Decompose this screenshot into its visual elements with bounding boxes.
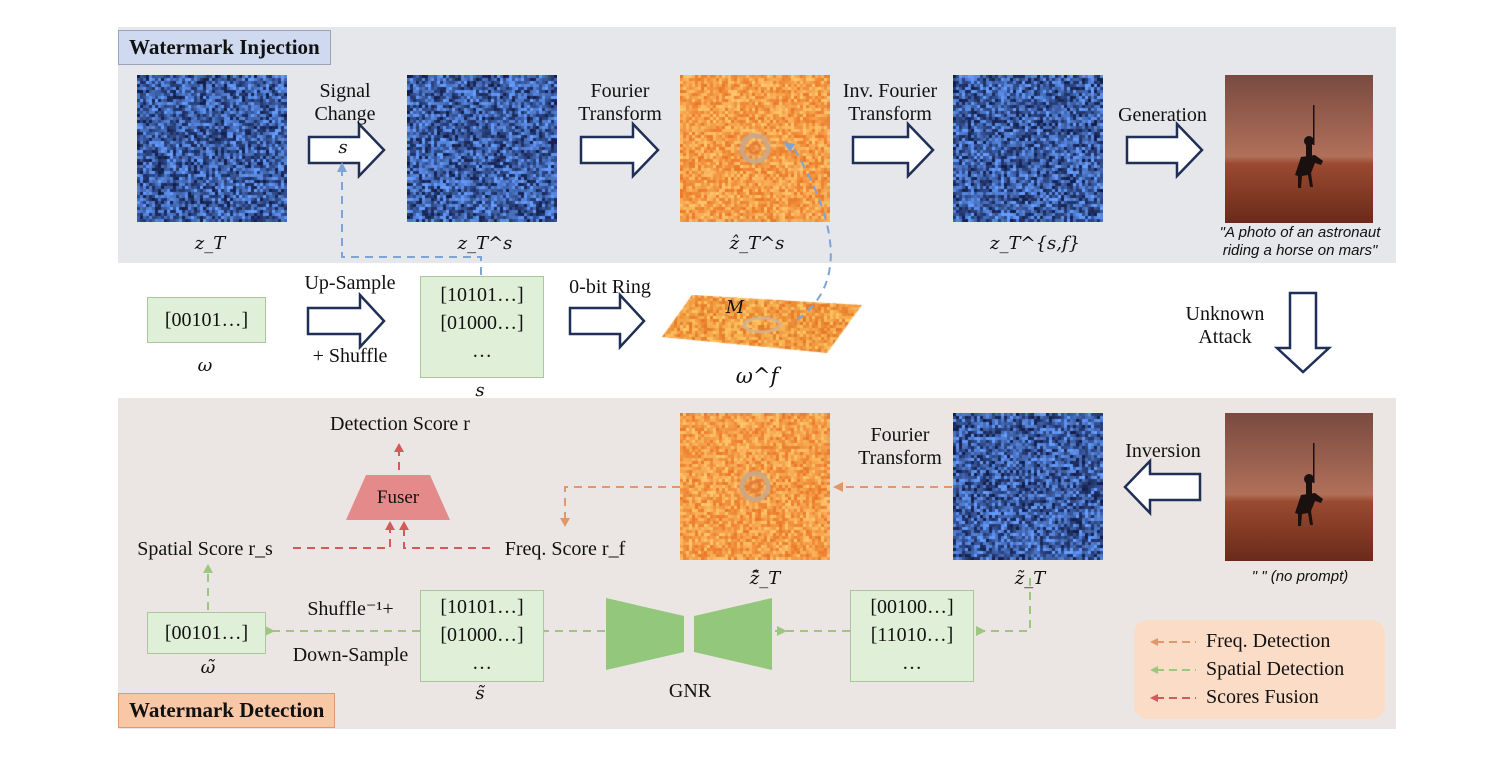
label-no-prompt: " " (no prompt) xyxy=(1251,568,1349,585)
fuser-block xyxy=(346,475,450,520)
arrow-generation xyxy=(1125,120,1204,180)
generated-image-astronaut xyxy=(1225,75,1373,223)
label-shuffle: + Shuffle xyxy=(312,345,388,367)
var-zhat-t-s: ẑ_T^s xyxy=(729,233,785,254)
arrow-unknown-attack xyxy=(1273,291,1333,374)
latent-z-t-s-noise xyxy=(407,75,557,222)
watermark-mask-plane xyxy=(662,295,862,355)
var-omega: ω xyxy=(197,355,213,376)
var-z-t: z_T xyxy=(194,233,226,254)
fourier-zhat-tilde-noise xyxy=(680,413,830,560)
latent-z-t-noise xyxy=(137,75,287,222)
s-bits-box: [10101…] [01000…] … xyxy=(420,276,544,378)
arrow-ring xyxy=(568,291,646,351)
s-bits-row-3: … xyxy=(472,340,492,362)
legend-freq-detection: Freq. Detection xyxy=(1206,630,1331,652)
s-tilde-row-1: [10101…] xyxy=(440,596,524,618)
omega-tilde-bits-box: [00101…] xyxy=(147,612,266,654)
var-z-t-sf: z_T^{s,f} xyxy=(990,233,1081,254)
label-freq-score: Freq. Score r_f xyxy=(504,538,626,560)
var-omega-tilde: ω̃ xyxy=(200,657,216,678)
section-title-injection: Watermark Injection xyxy=(118,30,331,65)
z-bits-box: [00100…] [11010…] … xyxy=(850,590,974,682)
arrow-inv-fourier xyxy=(851,120,935,180)
z-bits-row-3: … xyxy=(902,652,922,674)
gnr-encoder xyxy=(606,598,684,670)
legend-swatches xyxy=(1150,638,1196,702)
var-omega-f: ω^f xyxy=(735,364,779,388)
label-0bit-ring: 0-bit Ring xyxy=(569,276,651,298)
s-tilde-row-3: … xyxy=(472,652,492,674)
omega-bits-box: [00101…] xyxy=(147,297,266,343)
var-s-tilde: s̃ xyxy=(475,683,485,704)
var-z-t-s: z_T^s xyxy=(457,233,513,254)
s-bits-row-2: [01000…] xyxy=(440,312,524,334)
arrow-upsample xyxy=(306,291,386,351)
label-down-sample: Down-Sample xyxy=(292,644,409,666)
label-inv-fourier-transform: Inv. Fourier Transform xyxy=(842,80,938,125)
legend: Freq. Detection Spatial Detection Scores… xyxy=(1134,620,1385,719)
label-signal-change: Signal Change xyxy=(314,80,376,125)
label-inversion: Inversion xyxy=(1125,440,1201,462)
label-shuffle-inverse: Shuffle⁻¹+ xyxy=(307,598,394,620)
latent-z-t-sf-noise xyxy=(953,75,1103,222)
var-zhat-tilde: ẑ̃_T xyxy=(749,568,781,589)
label-fourier-transform-det: Fourier Transform xyxy=(858,424,942,469)
label-generation: Generation xyxy=(1118,104,1207,126)
attacked-image-astronaut xyxy=(1225,413,1373,561)
legend-spatial-detection: Spatial Detection xyxy=(1206,658,1345,680)
arrow-inversion xyxy=(1123,457,1202,517)
label-detection-score: Detection Score r xyxy=(330,413,470,435)
arrow-signal-change xyxy=(307,120,386,180)
z-bits-row-2: [11010…] xyxy=(870,624,954,646)
label-spatial-score: Spatial Score r_s xyxy=(137,538,273,560)
legend-scores-fusion: Scores Fusion xyxy=(1206,686,1319,708)
var-z-tilde: z̃_T xyxy=(1014,568,1046,589)
section-title-detection: Watermark Detection xyxy=(118,693,336,728)
label-fuser: Fuser xyxy=(376,487,420,508)
s-tilde-bits-box: [10101…] [01000…] … xyxy=(420,590,544,682)
gnr-decoder xyxy=(694,598,772,670)
signal-arrow-var: s xyxy=(338,137,348,158)
latent-z-tilde-noise xyxy=(953,413,1103,560)
prompt-caption: "A photo of an astronaut riding a horse … xyxy=(1219,224,1381,259)
label-unknown-attack: Unknown Attack xyxy=(1185,303,1265,348)
var-s: s xyxy=(475,380,485,401)
label-gnr: GNR xyxy=(668,680,712,702)
var-mask-m: M xyxy=(725,297,745,318)
s-bits-row-1: [10101…] xyxy=(440,284,524,306)
arrow-fourier xyxy=(579,120,660,180)
z-bits-row-1: [00100…] xyxy=(870,596,954,618)
label-fourier-transform: Fourier Transform xyxy=(578,80,662,125)
s-tilde-row-2: [01000…] xyxy=(440,624,524,646)
fourier-zhat-t-s-noise xyxy=(680,75,830,222)
label-up-sample: Up-Sample xyxy=(304,272,396,294)
